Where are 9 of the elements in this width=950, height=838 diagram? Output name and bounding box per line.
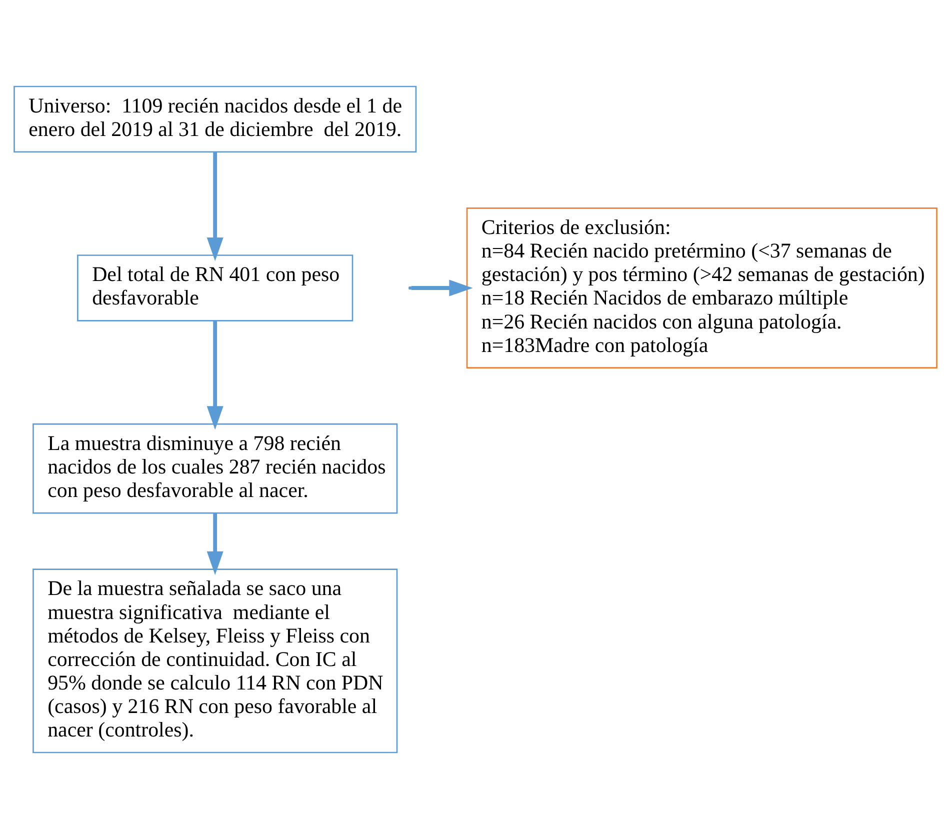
node-box: La muestra disminuye a 798 recién nacidos de los cuales 287 recién nacidos con peso desfavorable al nacer. <box>32 422 398 514</box>
node-box: Criterios de exclusión: n=84 Recién nacido pretérmino (<37 semanas de gestación) y pos término (>42 semanas de gestación) n=18 Recién Nacidos de embarazo múltiple n=26 Recién nacidos con alguna patología. n=183Madre con patología <box>466 207 937 368</box>
node-box: Del total de RN 401 con peso desfavorable <box>76 254 353 321</box>
node-box: De la muestra señalada se saco una muestra significativa mediante el métodos de Kelsey, Fleiss y Fleiss con corrección de continuidad. Con IC al 95% donde se calculo 114 RN con PDN (casos) y 216 RN con peso favorable al nacer (controles). <box>32 568 398 753</box>
node-box: Universo: 1109 recién nacidos desde el 1 de enero del 2019 al 31 de diciembre del 2019. <box>13 85 416 152</box>
arrow <box>206 512 223 575</box>
arrow <box>206 320 223 430</box>
arrow <box>410 279 472 296</box>
arrow <box>206 152 223 261</box>
